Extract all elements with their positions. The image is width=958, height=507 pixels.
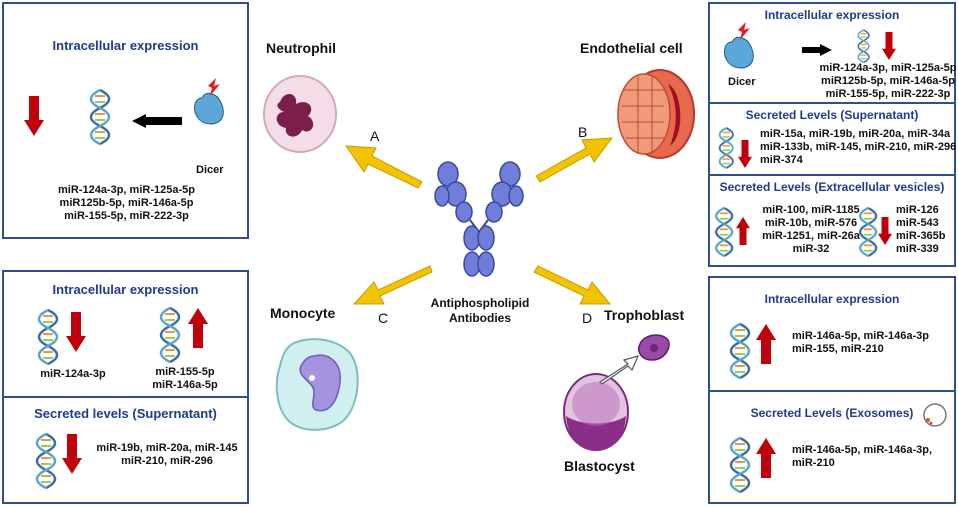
mirna-helix-icon (714, 206, 734, 258)
endothelial-supernatant-section: Secreted Levels (Supernatant) miR-15a, m… (710, 102, 957, 174)
exosome-icon (923, 403, 947, 427)
endothelial-illustration (617, 69, 695, 159)
trophoblast-intra-mirna-list: miR-146a-5p, miR-146a-3p miR-155, miR-21… (792, 330, 929, 355)
monocyte-intra-section: Intracellular expression miR-124a-3p miR… (4, 272, 247, 396)
dicer-label: Dicer (728, 76, 756, 88)
endothelial-ev-up-list: miR-100, miR-1185 miR-10b, miR-576 miR-1… (762, 204, 860, 255)
trophoblast-exosome-title: Secreted Levels (Exosomes) (750, 406, 914, 420)
neutrophil-panel: Intracellular expression Dicer miR-124a-… (2, 2, 249, 239)
dicer-label: Dicer (196, 164, 224, 176)
blastocyst-illustration (563, 373, 629, 451)
monocyte-intra-title: Intracellular expression (52, 282, 199, 297)
neutrophil-mirna-list: miR-124a-3p, miR-125a-5p miR125b-5p, miR… (58, 184, 195, 222)
trophoblast-intra-title: Intracellular expression (764, 292, 900, 306)
monocyte-label: Monocyte (270, 305, 336, 321)
mirna-helix-icon (35, 432, 57, 490)
down-arrow-icon (738, 140, 752, 168)
monocyte-illustration (275, 338, 359, 431)
mirna-helix-icon (718, 127, 734, 169)
hollow-arrow-icon (599, 355, 640, 385)
monocyte-down-mirna: miR-124a-3p (40, 368, 106, 380)
neutrophil-intra-title: Intracellular expression (52, 38, 199, 53)
letter-b: B (578, 124, 588, 140)
endothelial-label: Endothelial cell (580, 40, 683, 56)
letter-d: D (582, 310, 593, 326)
trophoblast-cell-illustration (638, 334, 670, 361)
dicer-icon (724, 21, 754, 69)
endothelial-intra-title: Intracellular expression (764, 8, 900, 22)
trophoblast-panel: Intracellular expression miR-146a-5p, mi… (708, 276, 956, 504)
endothelial-ev-section: Secreted Levels (Extracellular vesicles)… (710, 174, 954, 265)
endothelial-intra-section: Intracellular expression Dicer miR-124a-… (710, 4, 956, 102)
left-arrow-icon (132, 114, 182, 128)
endothelial-supernatant-mirna-list: miR-15a, miR-19b, miR-20a, miR-34a miR-1… (760, 128, 957, 166)
center-label: Antiphospholipid Antibodies (430, 296, 530, 325)
endothelial-ev-down-list: miR-126 miR-543 miR-365b miR-339 (896, 204, 946, 255)
trophoblast-exosome-mirna-list: miR-146a-5p, miR-146a-3p, miR-210 (792, 444, 932, 469)
endothelial-intra-mirna-list: miR-124a-3p, miR-125a-5p miR125b-5p, miR… (819, 62, 957, 100)
arrow-to-endothelial (535, 137, 614, 183)
up-arrow-icon (736, 217, 750, 245)
antibody-illustration (434, 161, 524, 277)
blastocyst-label: Blastocyst (564, 458, 635, 474)
right-arrow-icon (802, 44, 832, 56)
down-arrow-icon (878, 217, 892, 245)
mirna-helix-icon (37, 308, 59, 366)
down-arrow-icon (882, 32, 896, 60)
letter-a: A (370, 128, 380, 144)
monocyte-supernatant-title: Secreted levels (Supernatant) (34, 406, 217, 421)
mirna-helix-icon (89, 88, 111, 146)
neutrophil-label: Neutrophil (266, 40, 336, 56)
down-arrow-icon (62, 434, 82, 474)
arrow-to-monocyte (352, 265, 433, 305)
mirna-helix-icon (159, 306, 181, 364)
arrow-to-neutrophil (344, 145, 423, 189)
down-arrow-icon (66, 312, 86, 352)
neutrophil-illustration (263, 75, 337, 153)
up-arrow-icon (188, 308, 208, 348)
up-arrow-icon (756, 438, 776, 478)
monocyte-panel: Intracellular expression miR-124a-3p miR… (2, 270, 249, 504)
endothelial-supernatant-title: Secreted Levels (Supernatant) (745, 108, 919, 122)
mirna-helix-icon (729, 436, 751, 494)
mirna-helix-icon (858, 206, 878, 258)
monocyte-supernatant-section: Secreted levels (Supernatant) miR-19b, m… (4, 396, 247, 502)
monocyte-up-mirna: miR-155-5p miR-146a-5p (152, 366, 218, 391)
endothelial-ev-title: Secreted Levels (Extracellular vesicles) (719, 180, 945, 194)
trophoblast-label: Trophoblast (604, 307, 685, 323)
letter-c: C (378, 310, 389, 326)
monocyte-supernatant-mirna-list: miR-19b, miR-20a, miR-145 miR-210, miR-2… (96, 442, 238, 467)
endothelial-panel: Intracellular expression Dicer miR-124a-… (708, 2, 956, 267)
trophoblast-exosome-section: Secreted Levels (Exosomes) miR-146a-5p, … (710, 390, 954, 502)
arrow-to-trophoblast (533, 265, 612, 305)
up-arrow-icon (756, 324, 776, 364)
dicer-icon (194, 77, 224, 125)
trophoblast-intra-section: Intracellular expression miR-146a-5p, mi… (710, 278, 954, 390)
down-arrow-icon (24, 96, 44, 136)
mirna-helix-icon (729, 322, 751, 380)
